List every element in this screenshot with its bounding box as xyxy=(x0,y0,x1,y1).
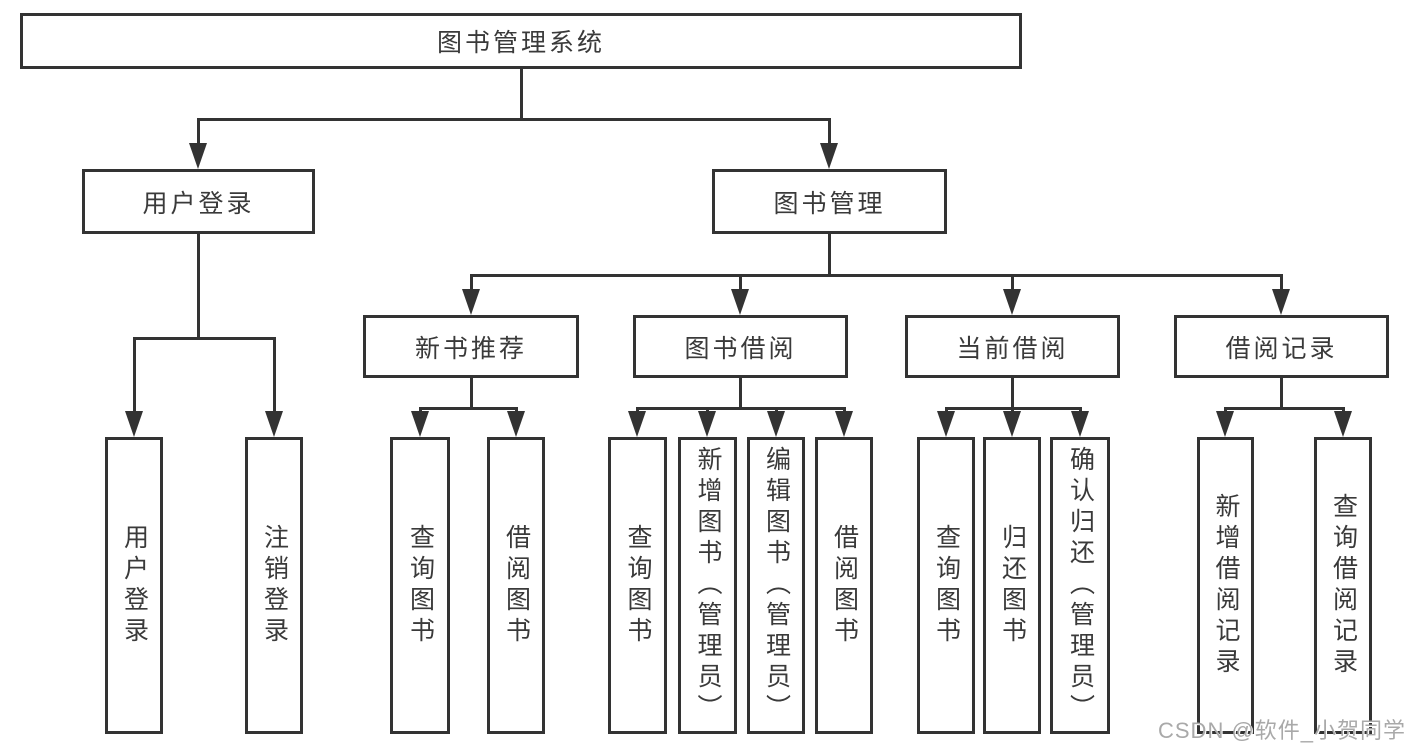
node-current-borrow: 当前借阅 xyxy=(905,315,1120,378)
arrowhead-down-icon-book-borrow-1 xyxy=(698,411,716,437)
leaf-currentborrow-query-label: 查询图书 xyxy=(932,523,961,648)
arrowhead-down-icon-book-borrow-3 xyxy=(835,411,853,437)
arrowhead-down-icon-book-borrow-2 xyxy=(767,411,785,437)
leaf-bookborrow-edit-label: 编辑图书（管理员） xyxy=(762,446,791,725)
arrowhead-down-icon-book-mgmt-0 xyxy=(462,289,480,315)
node-root: 图书管理系统 xyxy=(20,13,1022,69)
connector-bar-root xyxy=(196,118,831,121)
arrowhead-down-icon-user-login-1 xyxy=(265,411,283,437)
leaf-logout: 注销登录 xyxy=(245,437,303,734)
connector-bar-new-books xyxy=(418,407,518,410)
leaf-records-query-label: 查询借阅记录 xyxy=(1329,492,1358,679)
connector-drop-book-mgmt-3 xyxy=(1279,277,1283,295)
node-borrow-records: 借阅记录 xyxy=(1174,315,1389,378)
leaf-newbooks-query-label: 查询图书 xyxy=(406,523,435,648)
leaf-currentborrow-query: 查询图书 xyxy=(917,437,975,734)
arrowhead-down-icon-root-1 xyxy=(820,143,838,169)
arrowhead-down-icon-current-borrow-1 xyxy=(1003,411,1021,437)
leaf-bookborrow-query: 查询图书 xyxy=(608,437,667,734)
arrowhead-down-icon-new-books-1 xyxy=(507,411,525,437)
node-book-borrow-label: 图书借阅 xyxy=(684,334,797,363)
connector-stem-book-mgmt xyxy=(827,234,831,277)
connector-drop-root-0 xyxy=(196,121,200,149)
connector-drop-book-mgmt-0 xyxy=(469,277,473,295)
leaf-newbooks-borrow-label: 借阅图书 xyxy=(502,523,531,648)
arrowhead-down-icon-book-mgmt-2 xyxy=(1003,289,1021,315)
node-borrow-records-label: 借阅记录 xyxy=(1225,334,1338,363)
connector-stem-borrow-records xyxy=(1279,378,1283,410)
connector-bar-current-borrow xyxy=(944,407,1082,410)
leaf-logout-label: 注销登录 xyxy=(260,523,289,648)
connector-bar-book-borrow xyxy=(635,407,846,410)
leaf-bookborrow-edit: 编辑图书（管理员） xyxy=(747,437,805,734)
csdn-watermark: CSDN @软件_小贺同学 xyxy=(1158,718,1405,743)
leaf-newbooks-borrow: 借阅图书 xyxy=(487,437,545,734)
arrowhead-down-icon-book-mgmt-1 xyxy=(731,289,749,315)
leaf-bookborrow-add-label: 新增图书（管理员） xyxy=(694,446,722,725)
connector-stem-current-borrow xyxy=(1010,378,1014,410)
node-book-mgmt: 图书管理 xyxy=(712,169,947,234)
leaf-bookborrow-query-label: 查询图书 xyxy=(624,523,652,648)
node-user-login: 用户登录 xyxy=(82,169,315,234)
arrowhead-down-icon-borrow-records-0 xyxy=(1216,411,1234,437)
connector-stem-new-books xyxy=(469,378,473,410)
node-root-label: 图书管理系统 xyxy=(436,29,605,57)
node-new-books-label: 新书推荐 xyxy=(414,334,527,363)
leaf-bookborrow-borrow-label: 借阅图书 xyxy=(830,523,859,648)
node-current-borrow-label: 当前借阅 xyxy=(956,334,1069,363)
leaf-newbooks-query: 查询图书 xyxy=(390,437,450,734)
connector-drop-user-login-0 xyxy=(132,340,136,417)
connector-stem-user-login xyxy=(196,234,200,340)
arrowhead-down-icon-root-0 xyxy=(189,143,207,169)
arrowhead-down-icon-new-books-0 xyxy=(411,411,429,437)
leaf-bookborrow-borrow: 借阅图书 xyxy=(815,437,873,734)
connector-drop-book-mgmt-2 xyxy=(1010,277,1014,295)
connector-bar-borrow-records xyxy=(1223,407,1345,410)
arrowhead-down-icon-book-borrow-0 xyxy=(628,411,646,437)
connector-stem-root xyxy=(519,69,523,121)
leaf-currentborrow-return-label: 归还图书 xyxy=(998,523,1027,648)
node-book-borrow: 图书借阅 xyxy=(633,315,848,378)
arrowhead-down-icon-borrow-records-1 xyxy=(1334,411,1352,437)
leaf-records-add: 新增借阅记录 xyxy=(1197,437,1254,734)
leaf-user-login-label: 用户登录 xyxy=(120,523,149,648)
connector-bar-book-mgmt xyxy=(469,274,1283,277)
connector-drop-book-mgmt-1 xyxy=(738,277,742,295)
arrowhead-down-icon-current-borrow-2 xyxy=(1071,411,1089,437)
node-new-books: 新书推荐 xyxy=(363,315,579,378)
arrowhead-down-icon-book-mgmt-3 xyxy=(1272,289,1290,315)
connector-bar-user-login xyxy=(132,337,276,340)
arrowhead-down-icon-current-borrow-0 xyxy=(937,411,955,437)
node-book-mgmt-label: 图书管理 xyxy=(773,189,886,218)
leaf-currentborrow-return: 归还图书 xyxy=(983,437,1041,734)
leaf-records-query: 查询借阅记录 xyxy=(1314,437,1372,734)
leaf-records-add-label: 新增借阅记录 xyxy=(1212,492,1240,679)
connector-drop-root-1 xyxy=(827,121,831,149)
leaf-currentborrow-confirm-label: 确认归还（管理员） xyxy=(1066,446,1095,725)
connector-stem-book-borrow xyxy=(738,378,742,410)
connector-drop-user-login-1 xyxy=(272,340,276,417)
arrowhead-down-icon-user-login-0 xyxy=(125,411,143,437)
leaf-bookborrow-add: 新增图书（管理员） xyxy=(678,437,737,734)
leaf-user-login: 用户登录 xyxy=(105,437,163,734)
node-user-login-label: 用户登录 xyxy=(142,189,255,218)
leaf-currentborrow-confirm: 确认归还（管理员） xyxy=(1050,437,1110,734)
